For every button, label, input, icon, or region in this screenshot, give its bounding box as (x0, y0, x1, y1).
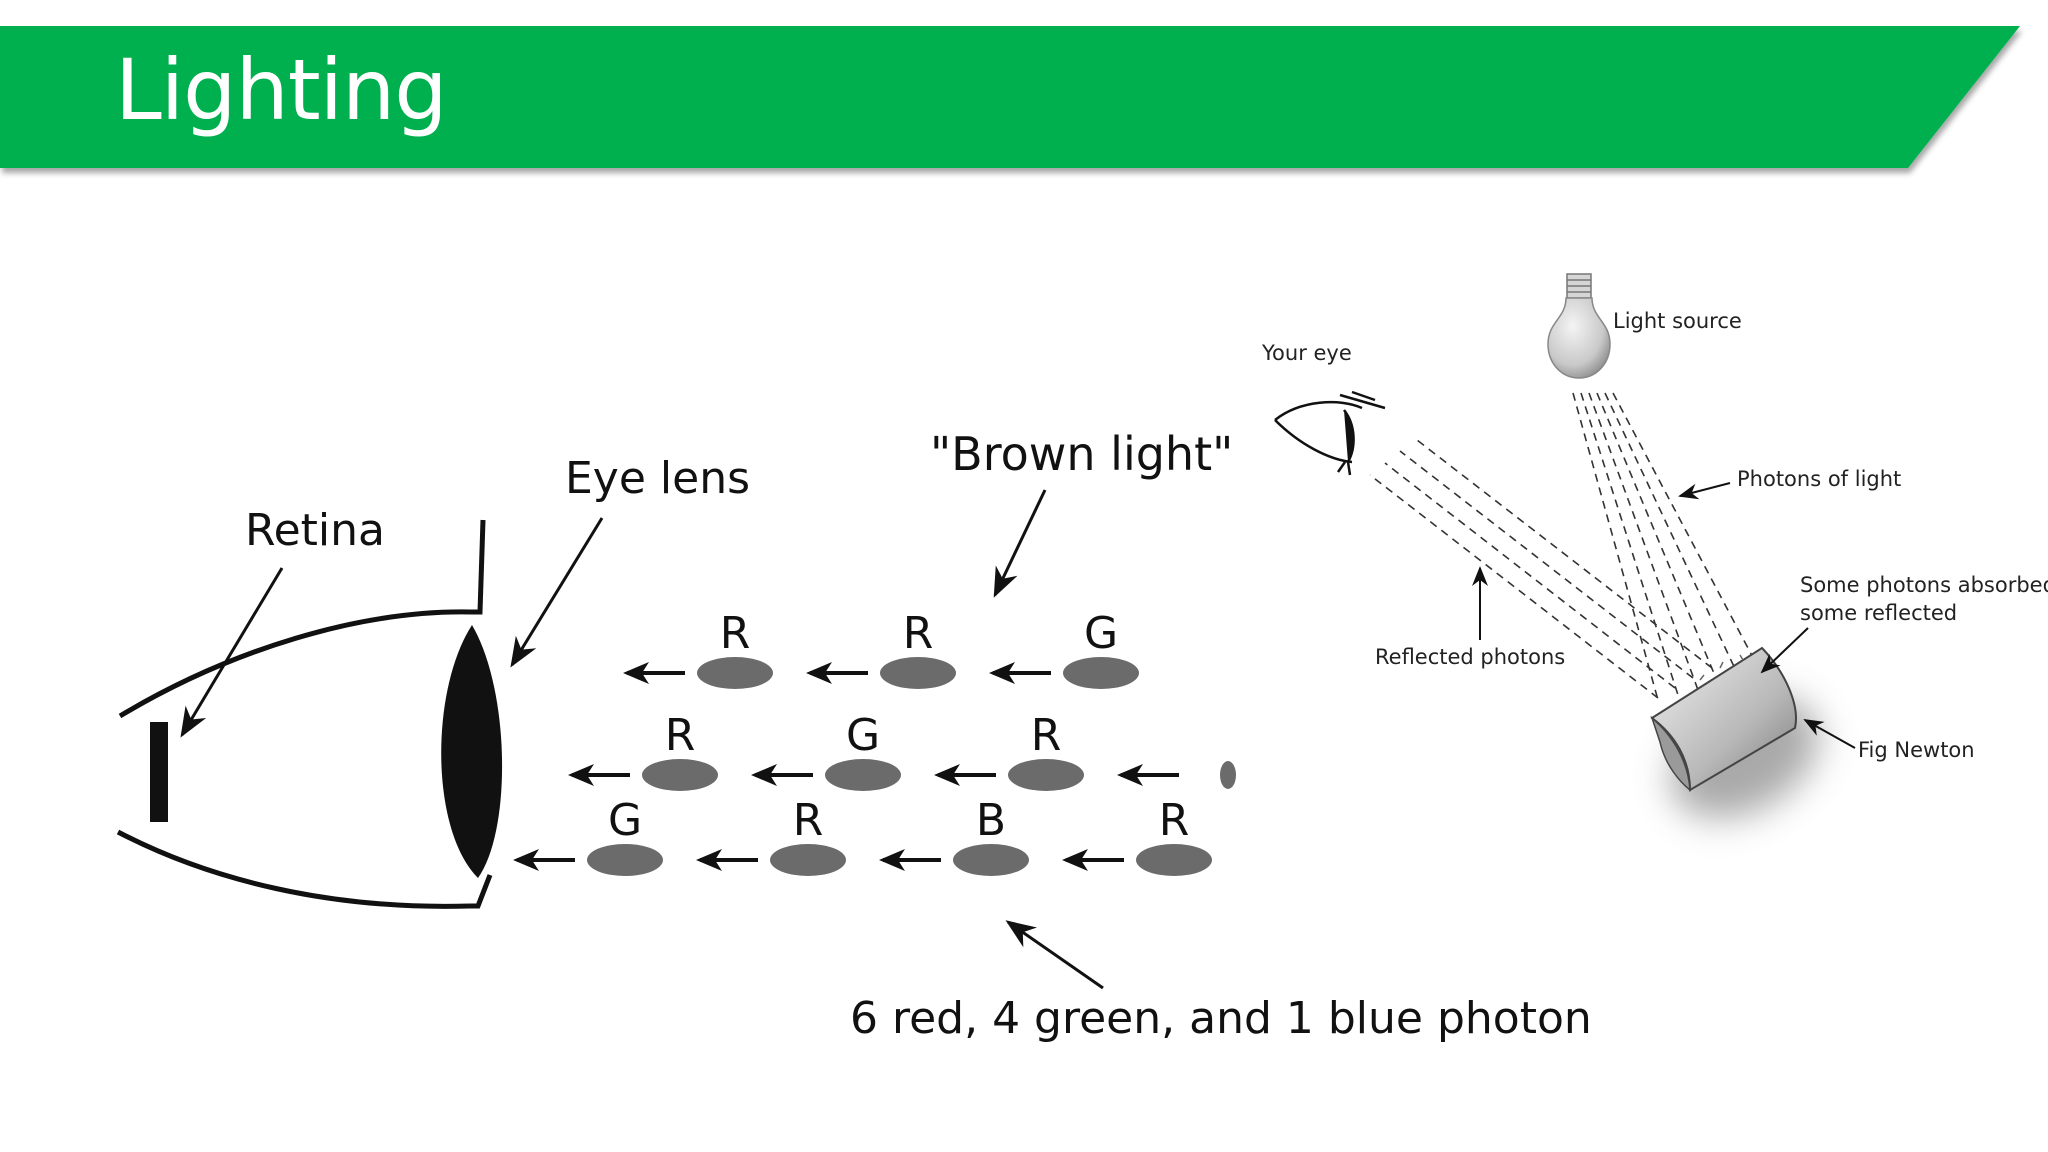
reflection-diagram: Light source Photons of light Your eye (1261, 273, 2048, 819)
eye-icon (1274, 390, 1386, 476)
photon-arrow-head (989, 662, 1015, 684)
reflected-photons-label: Reflected photons (1375, 645, 1565, 669)
your-eye-label: Your eye (1261, 341, 1352, 365)
eye-outline-front (470, 519, 493, 909)
photons-of-light-pointer (1678, 482, 1731, 500)
title-banner (0, 26, 2020, 168)
retina-label: Retina (245, 505, 385, 556)
page-title: Lighting (115, 41, 448, 139)
eye-outline-bottom (116, 829, 471, 909)
photon (770, 844, 846, 876)
brown-light-label: "Brown light" (930, 427, 1233, 481)
photon-arrow-head (934, 764, 960, 786)
photon (1063, 657, 1139, 689)
photon-arrow-head (568, 764, 594, 786)
fig-newton-pointer (1803, 719, 1856, 749)
photon (642, 759, 718, 791)
photon-color-letter: R (1031, 710, 1062, 761)
photon-color-letter: B (976, 795, 1006, 846)
photon-arrow-head (696, 849, 722, 871)
retina-pointer (180, 567, 284, 738)
photon-arrow-head (879, 849, 905, 871)
photon (880, 657, 956, 689)
light-bulb-icon (1547, 273, 1611, 379)
light-source-label: Light source (1613, 309, 1742, 333)
eye-lens-pointer (510, 517, 604, 668)
photon (587, 844, 663, 876)
photon (953, 844, 1029, 876)
photon-color-letter: R (720, 608, 751, 659)
photon-color-letter: G (1084, 608, 1118, 659)
photon-color-letter: R (793, 795, 824, 846)
photon (1136, 844, 1212, 876)
absorbed-label-line2: some reflected (1800, 601, 1957, 625)
brown-light-pointer (993, 489, 1047, 598)
eye-outline-top (118, 609, 471, 719)
eye-diagram: Retina Eye lens "Brown light" 6 red, 4 g… (116, 427, 1592, 1044)
photon (697, 657, 773, 689)
photon-arrow-head (751, 764, 777, 786)
photon (1220, 761, 1236, 789)
photon-arrow-head (623, 662, 649, 684)
photon-arrow-head (1117, 764, 1143, 786)
caption-pointer (1005, 920, 1104, 990)
absorbed-pointer (1760, 627, 1809, 674)
retina-bar (150, 722, 168, 822)
photon-arrow-head (1062, 849, 1088, 871)
photon (1008, 759, 1084, 791)
reflected-photon-rays (1369, 439, 1713, 699)
banner-shape (0, 26, 2020, 168)
photon-arrow-head (513, 849, 539, 871)
photon-color-letter: R (903, 608, 934, 659)
photon-color-letter: R (665, 710, 696, 761)
photon-arrow-head (806, 662, 832, 684)
eye-lens-label: Eye lens (565, 453, 750, 504)
photons-of-light-label: Photons of light (1737, 467, 1901, 491)
absorbed-label-line1: Some photons absorbed, (1800, 573, 2048, 597)
incident-photon-rays (1572, 392, 1759, 701)
eye-lens-shape (441, 625, 503, 878)
photon-color-letter: R (1159, 795, 1190, 846)
photon (825, 759, 901, 791)
fig-newton-icon (1650, 646, 1819, 819)
photon-caption: 6 red, 4 green, and 1 blue photon (850, 993, 1592, 1044)
fig-newton-label: Fig Newton (1858, 738, 1975, 762)
photon-color-letter: G (846, 710, 880, 761)
photon-color-letter: G (608, 795, 642, 846)
